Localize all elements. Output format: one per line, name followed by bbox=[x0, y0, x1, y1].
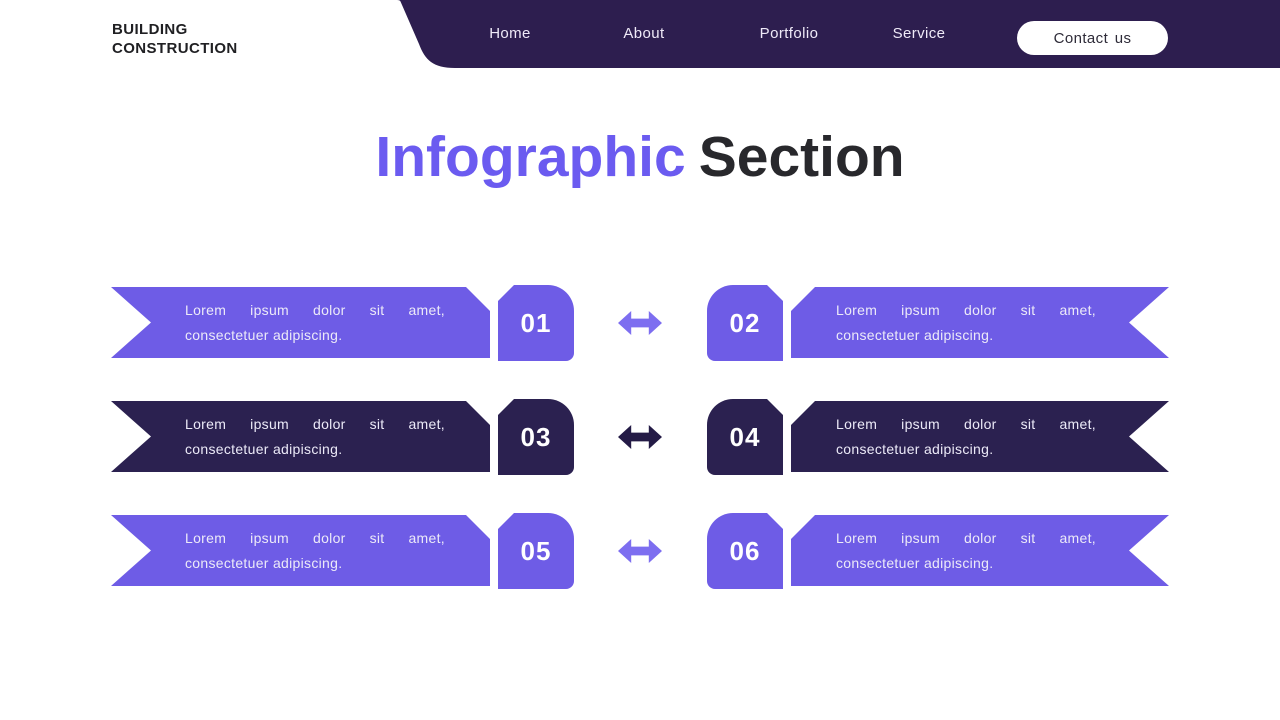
banner-text-line: consectetuer adipiscing. bbox=[185, 554, 343, 571]
text-banner-left: Lorem ipsum dolor sit amet, consectetuer… bbox=[111, 515, 490, 586]
text-banner-left: Lorem ipsum dolor sit amet, consectetuer… bbox=[111, 287, 490, 358]
left-right-arrow-icon bbox=[618, 539, 662, 563]
text-banner-right: Lorem ipsum dolor sit amet, consectetuer… bbox=[791, 401, 1169, 472]
brand-line-2: CONSTRUCTION bbox=[112, 40, 238, 57]
banner-text-line: consectetuer adipiscing. bbox=[185, 326, 343, 343]
infographic-row: Lorem ipsum dolor sit amet, consectetuer… bbox=[0, 513, 1280, 589]
banner-text-line: consectetuer adipiscing. bbox=[836, 326, 994, 343]
text-banner-right: Lorem ipsum dolor sit amet, consectetuer… bbox=[791, 515, 1169, 586]
banner-text-line: Lorem ipsum dolor sit amet, bbox=[836, 415, 1096, 432]
banner-text-line: consectetuer adipiscing. bbox=[836, 440, 994, 457]
brand-logo: BUILDING CONSTRUCTION bbox=[112, 20, 238, 58]
banner-text-line: Lorem ipsum dolor sit amet, bbox=[836, 301, 1096, 318]
banner-text-line: consectetuer adipiscing. bbox=[836, 554, 994, 571]
banner-text-line: Lorem ipsum dolor sit amet, bbox=[836, 529, 1096, 546]
step-number-block: 02 bbox=[707, 285, 783, 361]
step-number-block: 03 bbox=[498, 399, 574, 475]
step-number-block: 05 bbox=[498, 513, 574, 589]
banner-text-line: consectetuer adipiscing. bbox=[185, 440, 343, 457]
nav-link-portfolio[interactable]: Portfolio bbox=[760, 0, 819, 68]
brand-line-1: BUILDING bbox=[112, 21, 188, 38]
title-rest: Section bbox=[698, 125, 905, 189]
banner-text-line: Lorem ipsum dolor sit amet, bbox=[185, 301, 445, 318]
left-right-arrow-icon bbox=[618, 311, 662, 335]
contact-us-button[interactable]: Contact us bbox=[1017, 21, 1168, 55]
infographic-row: Lorem ipsum dolor sit amet, consectetuer… bbox=[0, 399, 1280, 475]
header-bar: BUILDING CONSTRUCTION Home About Portfol… bbox=[0, 0, 1280, 68]
nav-link-home[interactable]: Home bbox=[489, 0, 531, 68]
text-banner-right: Lorem ipsum dolor sit amet, consectetuer… bbox=[791, 287, 1169, 358]
text-banner-left: Lorem ipsum dolor sit amet, consectetuer… bbox=[111, 401, 490, 472]
left-right-arrow-icon bbox=[618, 425, 662, 449]
banner-text-line: Lorem ipsum dolor sit amet, bbox=[185, 415, 445, 432]
step-number-block: 01 bbox=[498, 285, 574, 361]
title-accent: Infographic bbox=[375, 125, 686, 189]
step-number-block: 04 bbox=[707, 399, 783, 475]
infographic-row: Lorem ipsum dolor sit amet, consectetuer… bbox=[0, 285, 1280, 361]
step-number-block: 06 bbox=[707, 513, 783, 589]
banner-text-line: Lorem ipsum dolor sit amet, bbox=[185, 529, 445, 546]
nav-link-service[interactable]: Service bbox=[893, 0, 946, 68]
nav-link-about[interactable]: About bbox=[623, 0, 664, 68]
